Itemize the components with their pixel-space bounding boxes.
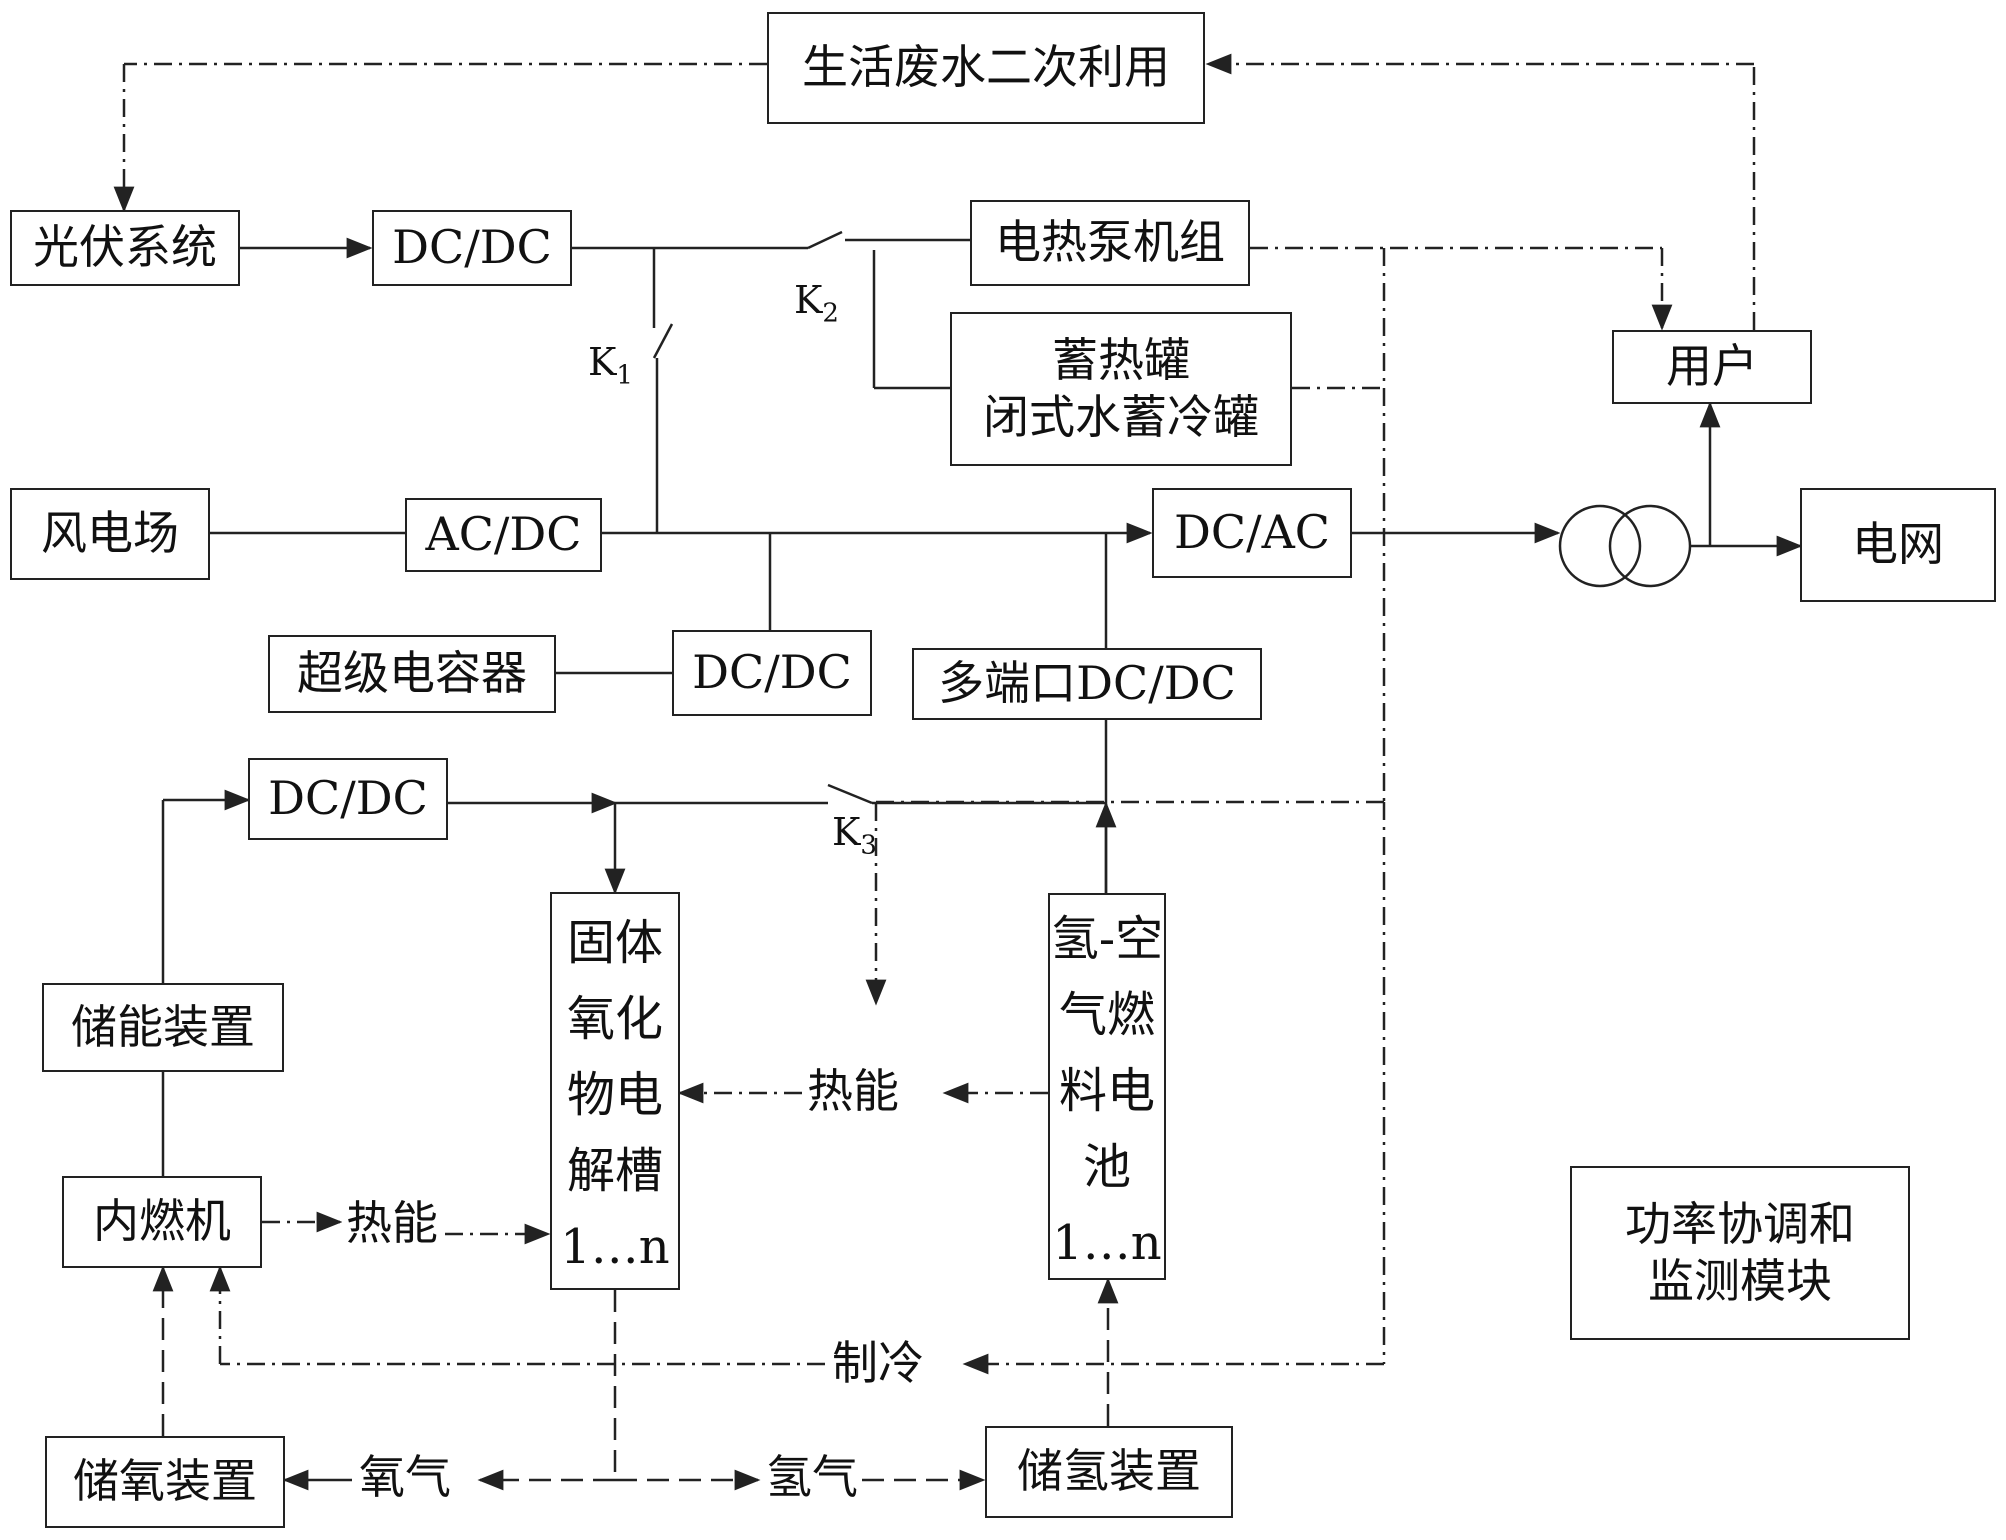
switch-k2-label: K2 bbox=[794, 278, 839, 329]
pv-system-label: 光伏系统 bbox=[33, 220, 217, 275]
dcdc-cap-label: DC/DC bbox=[692, 645, 852, 700]
combustion-engine-box: 内燃机 bbox=[62, 1176, 262, 1268]
grid-label: 电网 bbox=[1852, 517, 1944, 572]
user-box: 用户 bbox=[1612, 330, 1812, 404]
combustion-engine-label: 内燃机 bbox=[93, 1194, 231, 1249]
oxygen-storage-box: 储氧装置 bbox=[45, 1436, 285, 1528]
fuel-cell-line: 料电 bbox=[1058, 1062, 1155, 1119]
soec-line: 解槽 bbox=[566, 1143, 663, 1199]
power-monitor-label-2: 监测模块 bbox=[1648, 1254, 1832, 1308]
soec-line: 1…n bbox=[560, 1219, 670, 1275]
oxygen-label: 氧气 bbox=[355, 1452, 455, 1503]
hydrogen-storage-box: 储氢装置 bbox=[985, 1426, 1233, 1518]
fuel-cell-line: 氢-空 bbox=[1050, 910, 1164, 967]
wind-farm-label: 风电场 bbox=[41, 506, 179, 561]
grid-box: 电网 bbox=[1800, 488, 1996, 602]
user-label: 用户 bbox=[1666, 339, 1758, 394]
heat-energy-label-1: 热能 bbox=[803, 1066, 903, 1117]
acdc-label: AC/DC bbox=[425, 507, 582, 562]
wastewater-reuse-box: 生活废水二次利用 bbox=[767, 12, 1205, 124]
thermal-storage-label-2: 闭式水蓄冷罐 bbox=[983, 390, 1259, 444]
thermal-storage-box: 蓄热罐 闭式水蓄冷罐 bbox=[950, 312, 1292, 466]
heat-pump-box: 电热泵机组 bbox=[970, 200, 1250, 286]
soec-line: 固体 bbox=[566, 915, 663, 971]
cooling-label: 制冷 bbox=[828, 1338, 928, 1389]
energy-storage-box: 储能装置 bbox=[42, 983, 284, 1072]
acdc-box: AC/DC bbox=[405, 498, 602, 572]
soec-box: 固体 氧化 物电 解槽 1…n bbox=[550, 892, 680, 1290]
pv-system-box: 光伏系统 bbox=[10, 210, 240, 286]
multiport-dcdc-box: 多端口DC/DC bbox=[912, 648, 1262, 720]
supercapacitor-label: 超级电容器 bbox=[297, 646, 527, 701]
dcdc-pv-box: DC/DC bbox=[372, 210, 572, 286]
supercapacitor-box: 超级电容器 bbox=[268, 635, 556, 713]
fuel-cell-box: 氢-空 气燃 料电 池 1…n bbox=[1048, 893, 1166, 1280]
heat-pump-label: 电热泵机组 bbox=[995, 215, 1225, 270]
hydrogen-storage-label: 储氢装置 bbox=[1017, 1444, 1201, 1499]
switch-k1-label: K1 bbox=[588, 340, 633, 391]
energy-storage-label: 储能装置 bbox=[71, 999, 255, 1054]
wind-farm-box: 风电场 bbox=[10, 488, 210, 580]
hydrogen-label: 氢气 bbox=[762, 1452, 862, 1503]
dcac-box: DC/AC bbox=[1152, 488, 1352, 578]
fuel-cell-line: 池 bbox=[1082, 1138, 1131, 1195]
dcac-label: DC/AC bbox=[1174, 505, 1330, 560]
switch-k3-label: K3 bbox=[832, 810, 877, 861]
dcdc-storage-box: DC/DC bbox=[248, 758, 448, 840]
dcdc-cap-box: DC/DC bbox=[672, 630, 872, 716]
heat-energy-label-2: 热能 bbox=[342, 1198, 442, 1249]
power-monitor-label-1: 功率协调和 bbox=[1625, 1196, 1855, 1251]
oxygen-storage-label: 储氧装置 bbox=[73, 1454, 257, 1509]
wastewater-reuse-label: 生活废水二次利用 bbox=[802, 40, 1170, 95]
soec-line: 物电 bbox=[566, 1067, 663, 1123]
fuel-cell-line: 气燃 bbox=[1058, 986, 1155, 1043]
soec-line: 氧化 bbox=[566, 991, 663, 1047]
power-monitor-box: 功率协调和 监测模块 bbox=[1570, 1166, 1910, 1340]
thermal-storage-label-1: 蓄热罐 bbox=[1052, 332, 1190, 387]
fuel-cell-line: 1…n bbox=[1052, 1214, 1162, 1271]
dcdc-storage-label: DC/DC bbox=[268, 771, 428, 826]
dcdc-pv-label: DC/DC bbox=[392, 220, 552, 275]
multiport-dcdc-label: 多端口DC/DC bbox=[938, 656, 1236, 711]
